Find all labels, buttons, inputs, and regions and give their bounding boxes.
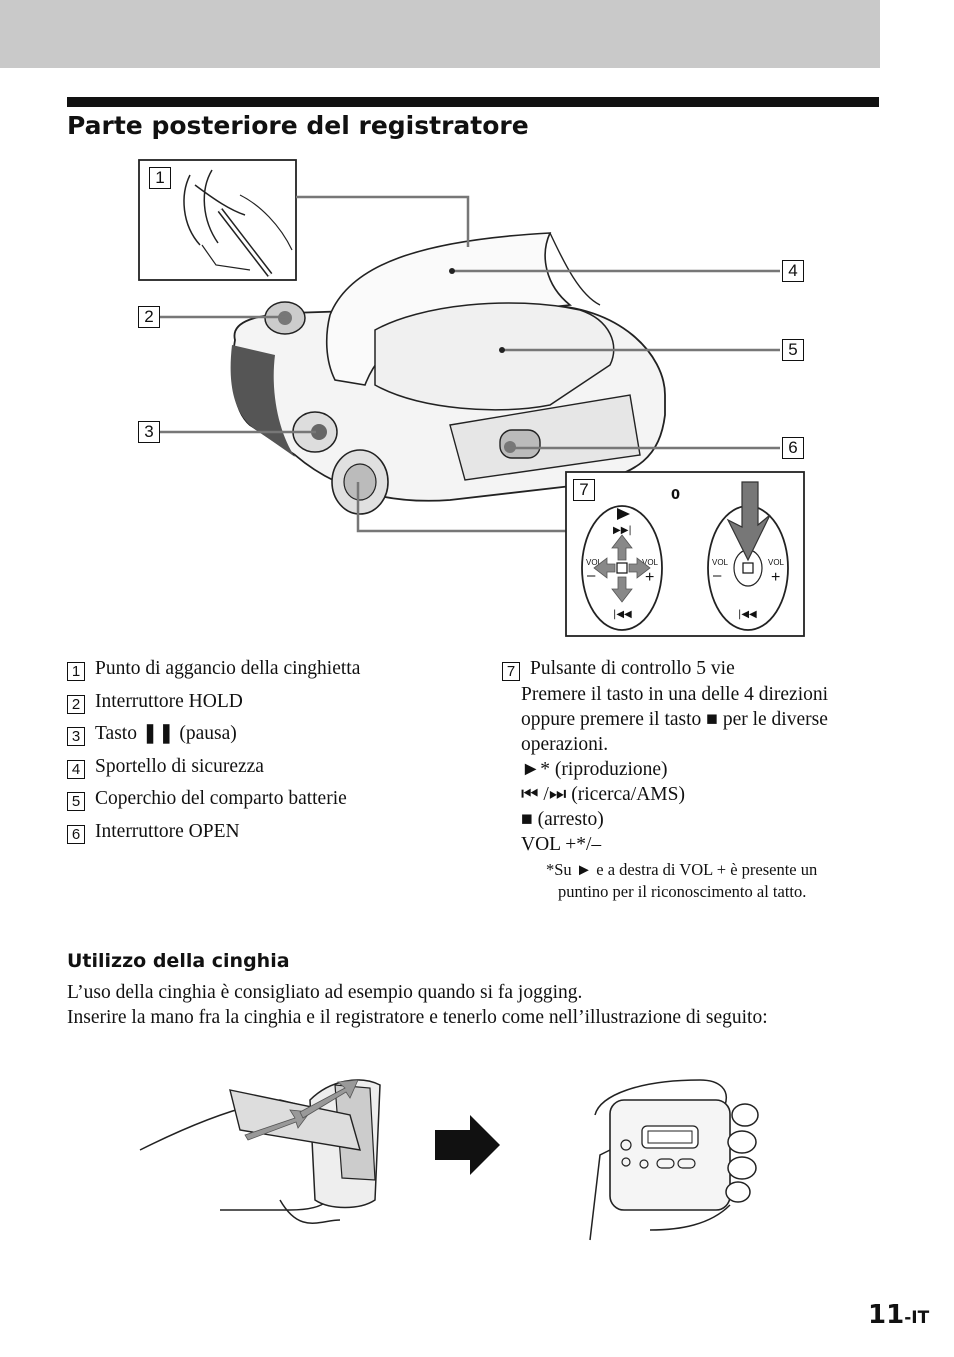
legend-item-7-desc-1: Premere il tasto in una delle 4 direzion… — [521, 684, 829, 705]
page-number: 11-IT — [868, 1300, 929, 1330]
legend-text: Interruttore OPEN — [95, 820, 240, 842]
svg-text:–: – — [713, 567, 722, 584]
recorder-rear-illustration: ▶▶| |◀◀ VOL VOL – + VOL VOL – + |◀◀ 1 2 … — [120, 155, 820, 645]
legend-item-7-note-1: *Su ► e a destra di VOL + è presente un — [546, 860, 818, 879]
legend-item-7-desc-3: operazioni. — [521, 734, 609, 755]
legend-item: 4 Sportello di sicurezza — [67, 754, 487, 787]
legend-item-7-play: ►* (riproduzione) — [521, 759, 668, 780]
svg-text:VOL: VOL — [642, 558, 659, 567]
legend-item-7-desc-2: oppure premere il tasto ■ per le diverse — [521, 709, 828, 730]
legend-item-7-title-row: 7 Pulsante di controllo 5 vie — [502, 656, 887, 682]
legend-item-7: 7 Pulsante di controllo 5 vie Premere il … — [502, 656, 887, 903]
svg-text:VOL: VOL — [712, 558, 729, 567]
legend-num: 2 — [67, 694, 85, 714]
section-rule — [67, 97, 879, 107]
callout-1: 1 — [149, 167, 171, 189]
callout-2: 2 — [138, 306, 160, 328]
legend-text: Coperchio del comparto batterie — [95, 788, 347, 810]
legend-item-7-stop: ■ (arresto) — [521, 809, 604, 830]
vol-label-left: VOL — [586, 558, 603, 567]
legend-num: 7 — [502, 662, 520, 681]
legend-item-7-vol: VOL +*/– — [521, 834, 602, 855]
strap-paragraph: L’uso della cinghia è consigliato ad ese… — [67, 980, 897, 1030]
callout-7: 7 — [573, 479, 595, 501]
legend-text: Punto di aggancio della cinghietta — [95, 658, 361, 679]
legend-item-7-title: Pulsante di controllo 5 vie — [530, 658, 735, 679]
recorder-drawing: ▶▶| |◀◀ VOL VOL – + VOL VOL – + |◀◀ — [138, 159, 805, 637]
strap-line-2: Inserire la mano fra la cinghia e il reg… — [67, 1007, 768, 1028]
strap-heading: Utilizzo della cinghia — [67, 950, 290, 972]
svg-text:–: – — [587, 567, 596, 584]
strap-usage-illustration — [130, 1060, 810, 1250]
legend-item: 5 Coperchio del comparto batterie — [67, 786, 487, 819]
header-band — [0, 0, 880, 68]
svg-text:|◀◀: |◀◀ — [738, 609, 757, 620]
page-number-suffix: -IT — [904, 1308, 930, 1328]
callout-3: 3 — [138, 421, 160, 443]
strap-drawing — [139, 1079, 759, 1241]
legend-text: Interruttore HOLD — [95, 690, 243, 712]
legend-num: 1 — [67, 662, 85, 681]
legend-item-7-note-2: puntino per il riconoscimento al tatto. — [558, 882, 807, 901]
svg-text:▶▶|: ▶▶| — [613, 525, 632, 536]
svg-text:+: + — [771, 569, 780, 586]
legend-item: 3 Tasto ❚❚ (pausa) — [67, 721, 487, 754]
page-number-value: 11 — [868, 1300, 905, 1330]
legend-item: 6 Interruttore OPEN — [67, 819, 487, 852]
legend-text: Tasto ❚❚ (pausa) — [95, 723, 237, 745]
svg-text:+: + — [645, 569, 654, 586]
legend-item: 1 Punto di aggancio della cinghietta — [67, 656, 487, 689]
callout-5: 5 — [782, 339, 804, 361]
legend-item-7-search: ⏮ /⏭ (ricerca/AMS) — [521, 784, 685, 805]
legend-num: 6 — [67, 824, 85, 844]
section-title: Parte posteriore del registratore — [67, 111, 529, 140]
zero-label: 0 — [671, 488, 681, 503]
legend-item: 2 Interruttore HOLD — [67, 689, 487, 722]
legend-num: 3 — [67, 727, 85, 747]
svg-text:VOL: VOL — [768, 558, 785, 567]
legend-num: 4 — [67, 759, 85, 779]
svg-text:|◀◀: |◀◀ — [613, 609, 632, 620]
strap-line-1: L’uso della cinghia è consigliato ad ese… — [67, 982, 583, 1003]
callout-6: 6 — [782, 437, 804, 459]
legend-num: 5 — [67, 792, 85, 812]
legend-text: Sportello di sicurezza — [95, 755, 264, 777]
callout-4: 4 — [782, 260, 804, 282]
